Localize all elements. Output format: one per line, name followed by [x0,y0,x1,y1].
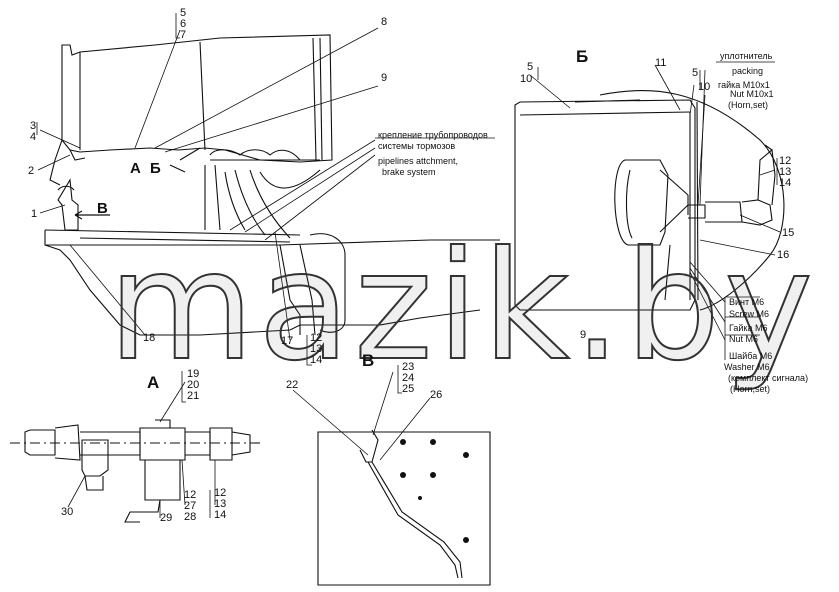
view-a-callout-12: 12 [184,489,197,501]
callout-9: 9 [381,72,388,84]
view-b-horn [614,159,689,301]
view-a-valve [10,419,260,523]
note-seal-en: packing [732,66,764,76]
note-kit-en: (Horn,set) [730,384,771,394]
callout-8: 8 [381,16,388,28]
callout-12: 12 [310,332,323,344]
label-brackets [36,13,778,518]
callout-3: 3 [30,120,37,132]
view-a-callout-21: 21 [187,390,200,402]
view-v-holes [400,439,469,543]
note-nut-set: (Horn,set) [728,100,769,110]
section-mark-v: В [97,200,108,217]
callout-1: 1 [31,208,38,220]
note-screw-ru: Винт М6 [729,297,765,307]
view-v-callout-26: 26 [430,389,443,401]
note-seal-ru: уплотнитель [720,51,773,61]
view-b-callout-15: 15 [782,227,795,239]
view-b-callout-13: 13 [779,166,792,178]
note-pipeline-en-2: brake system [382,167,436,177]
main-pipelines [169,147,346,336]
callout-6: 6 [180,18,187,30]
note-kit-ru: (комплект сигнала) [728,373,809,383]
view-b-callout-16: 16 [777,249,790,261]
view-v-callout-25: 25 [402,383,415,395]
view-b-callout-11: 11 [655,57,667,69]
view-a-callout-12b: 12 [214,487,227,499]
note-pipeline-ru-2: системы тормозов [378,141,456,151]
note-screw-en: Screw M6 [729,309,770,319]
view-title-v: В [362,351,375,370]
view-title-a: A [147,373,160,392]
view-title-b: Б [576,47,589,66]
callout-13: 13 [310,343,323,355]
callout-17: 17 [281,335,294,347]
view-a-callout-19: 19 [187,368,200,380]
view-b-callout-10b: 10 [698,81,711,93]
view-v-callout-24: 24 [402,372,415,384]
section-mark-a: A [130,160,141,177]
leader-lines [37,27,781,518]
note-washer-ru: Шайба М6 [729,351,773,361]
view-a-callout-13: 13 [214,498,227,510]
view-b-callout-12: 12 [779,155,792,167]
note-gnut-en: Nut M6 [729,334,759,344]
view-b-callout-9: 9 [580,329,587,341]
callout-5: 5 [180,7,187,19]
view-a-callout-20: 20 [187,379,200,391]
view-a-callout-30: 30 [61,506,74,518]
view-v-callout-23: 23 [402,361,415,373]
callout-4: 4 [30,131,37,143]
note-pipeline-ru-1: крепление трубопроводов [378,130,488,140]
view-a-callout-29: 29 [160,512,173,524]
callout-7: 7 [180,29,187,41]
note-gnut-ru: Гайка М6 [729,323,768,333]
view-a-callout-28: 28 [184,511,197,523]
view-b-fitting [688,144,776,226]
view-v-callout-22: 22 [286,379,299,391]
view-v-plate [317,429,491,586]
view-b-callout-14: 14 [779,177,792,189]
note-washer-en: Washer M6 [724,362,770,372]
view-b-callout-10: 10 [520,73,533,85]
main-horn-left [57,178,79,231]
view-a-callout-27: 27 [184,500,197,512]
callout-18: 18 [143,332,156,344]
view-v-arrow [74,210,110,220]
watermark: mazik.by [107,220,817,394]
view-a-callout-14: 14 [214,509,227,521]
main-frame-rail [44,229,500,336]
note-nut-en: Nut M10x1 [730,89,774,99]
section-mark-b: Б [150,160,161,177]
view-b-callout-5b: 5 [692,67,699,79]
note-nut-ru: гайка М10х1 [718,80,770,90]
note-pipeline-en-1: pipelines attchment, [378,156,459,166]
view-b-callout-5: 5 [527,61,534,73]
main-cab-outline [49,34,333,186]
callout-14: 14 [310,354,323,366]
callout-2: 2 [28,165,35,177]
